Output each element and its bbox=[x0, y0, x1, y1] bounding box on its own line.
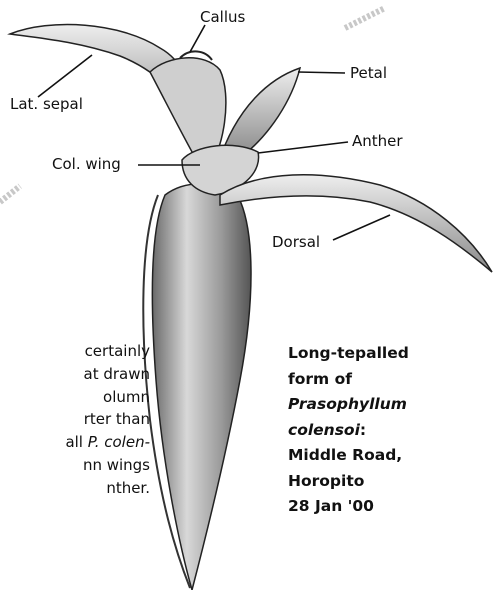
caption-colon: : bbox=[360, 421, 366, 439]
note-line-5-prefix: all bbox=[65, 433, 87, 451]
side-note-text: certainly at drawn olumn rter than all P… bbox=[65, 340, 150, 500]
label-col-wing: Col. wing bbox=[52, 155, 121, 173]
note-line-2: at drawn bbox=[65, 363, 150, 386]
figure-caption: Long-tepalled form of Prasophyllum colen… bbox=[288, 341, 488, 520]
note-line-6: nn wings bbox=[65, 454, 150, 477]
label-petal: Petal bbox=[350, 64, 387, 82]
label-anther: Anther bbox=[352, 132, 403, 150]
leader-callus bbox=[190, 25, 205, 52]
caption-species: colensoi bbox=[288, 421, 360, 439]
side-note: certainly at drawn olumn rter than all P… bbox=[0, 340, 150, 580]
leader-dorsal bbox=[333, 215, 390, 240]
dorsal-sepal bbox=[220, 175, 492, 272]
label-callus: Callus bbox=[200, 8, 245, 26]
caption-line-5: Middle Road, bbox=[288, 443, 488, 469]
note-line-5-species: P. colen- bbox=[88, 433, 150, 451]
note-line-3: olumn bbox=[65, 386, 150, 409]
caption-line-6: Horopito bbox=[288, 469, 488, 495]
caption-line-4: colensoi: bbox=[288, 418, 488, 444]
label-lat-sepal: Lat. sepal bbox=[10, 95, 83, 113]
caption-line-1: Long-tepalled bbox=[288, 341, 488, 367]
label-dorsal: Dorsal bbox=[272, 233, 320, 251]
caption-line-7: 28 Jan '00 bbox=[288, 494, 488, 520]
leader-anther bbox=[258, 142, 348, 153]
ovary bbox=[152, 184, 251, 590]
caption-line-3: Prasophyllum bbox=[288, 392, 488, 418]
caption-line-2: form of bbox=[288, 367, 488, 393]
note-line-5: all P. colen- bbox=[65, 431, 150, 454]
leader-petal bbox=[298, 72, 345, 73]
petal bbox=[225, 68, 300, 158]
note-line-7: nther. bbox=[65, 477, 150, 500]
note-line-1: certainly bbox=[65, 340, 150, 363]
note-line-4: rter than bbox=[65, 408, 150, 431]
leader-lat-sepal bbox=[38, 55, 92, 97]
